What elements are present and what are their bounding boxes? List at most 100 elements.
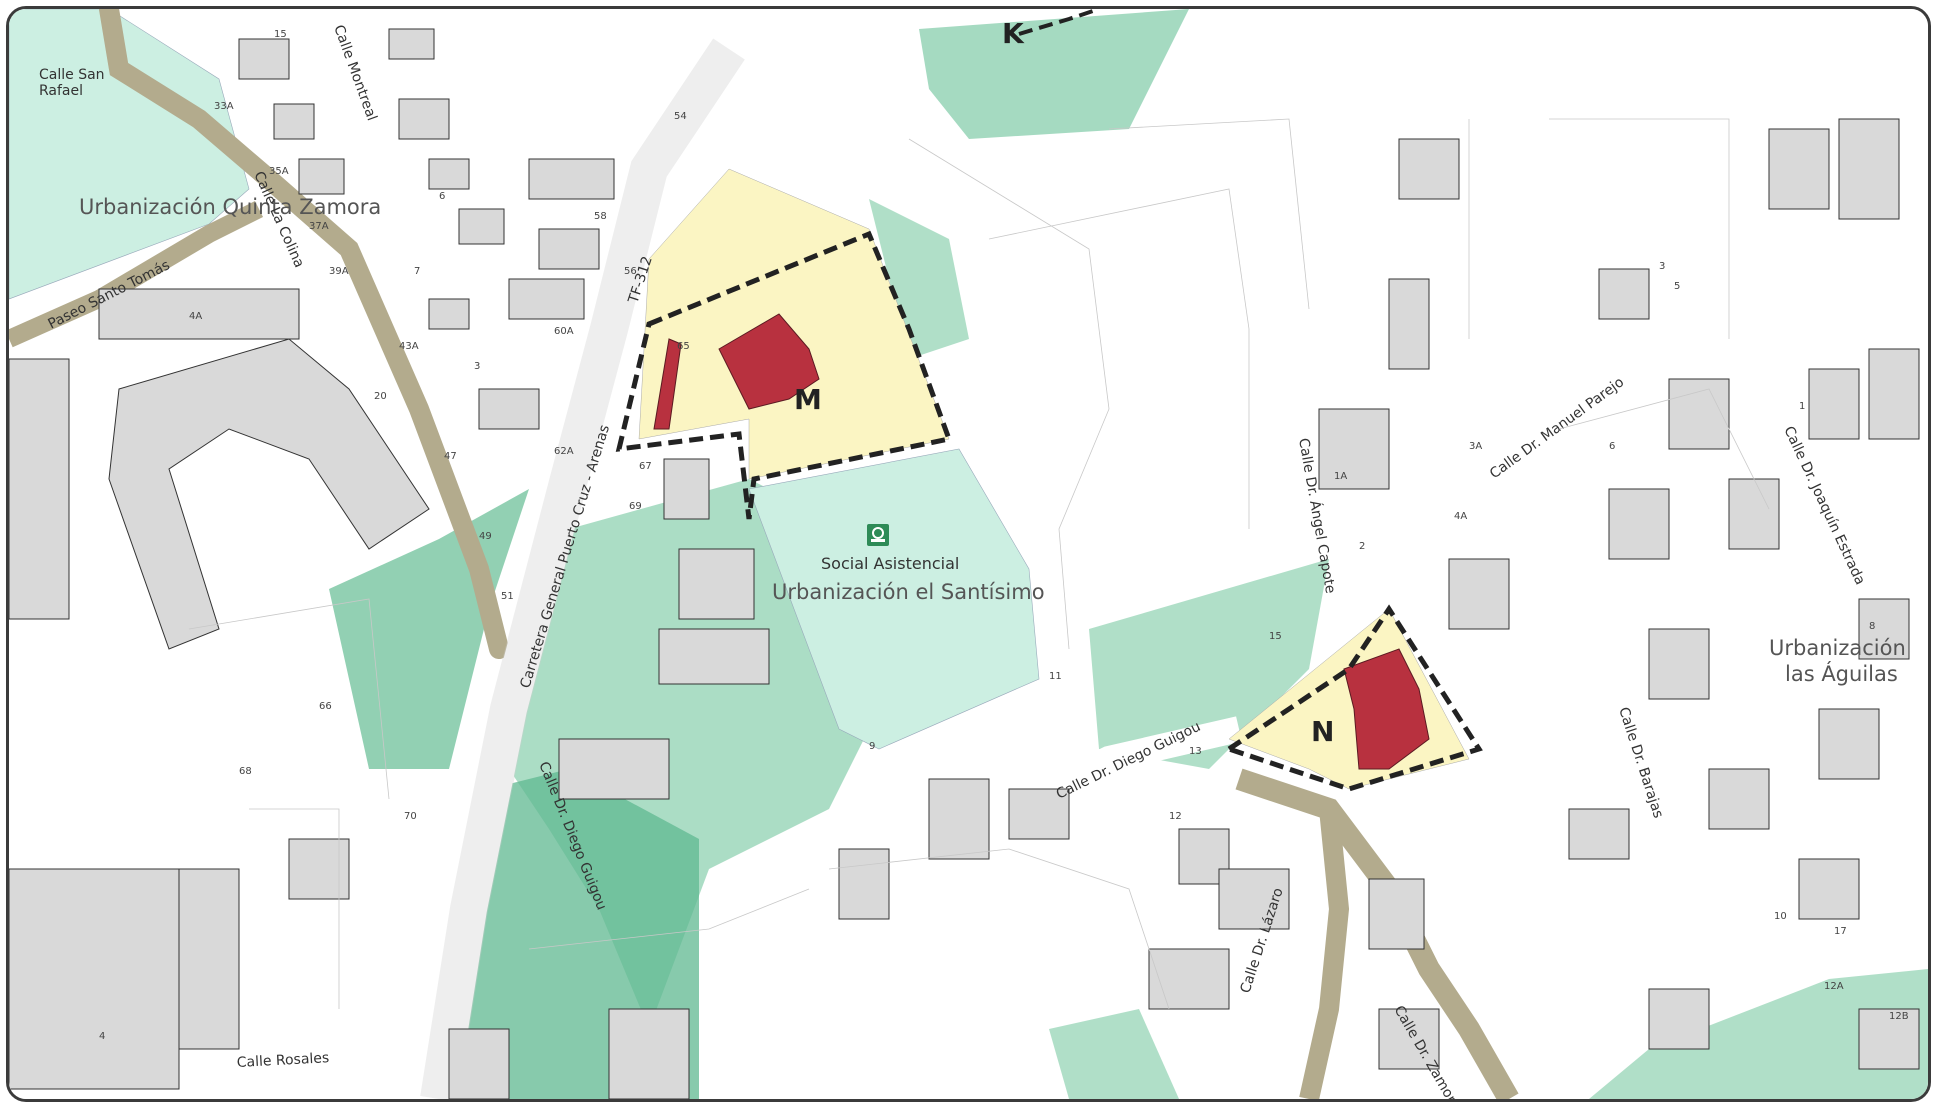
house-number: 1A	[1334, 471, 1347, 482]
building	[538, 228, 600, 270]
boundary-n	[1223, 604, 1483, 792]
street-label-san-rafael-2: Rafael	[39, 83, 83, 99]
house-number: 66	[319, 701, 332, 712]
house-number: 37A	[309, 221, 329, 232]
building	[1668, 378, 1730, 450]
building	[1448, 558, 1510, 630]
building	[558, 738, 670, 800]
house-number: 56	[624, 266, 637, 277]
building	[1148, 948, 1230, 1010]
building	[1398, 138, 1460, 200]
zone-boundaries	[615, 9, 1483, 792]
house-number: 15	[1269, 631, 1282, 642]
boundary-k	[1018, 9, 1100, 36]
green-zone-santisimo	[748, 448, 1040, 750]
building	[1368, 878, 1425, 950]
green-zone-top-right	[919, 9, 1189, 139]
building	[528, 158, 615, 200]
house-number: 65	[677, 341, 690, 352]
house-number: 58	[594, 211, 607, 222]
zone-label-n: N	[1311, 715, 1334, 748]
building	[428, 298, 470, 330]
green-zone-bottom-right	[1589, 969, 1928, 1099]
house-number: 3A	[1469, 441, 1482, 452]
building	[1648, 988, 1710, 1050]
road-tf312-edge	[420, 38, 745, 1099]
building	[1648, 628, 1710, 700]
house-number: 17	[1834, 926, 1847, 937]
house-number: 12	[1169, 811, 1182, 822]
red-buildings	[653, 313, 1430, 770]
house-number: 70	[404, 811, 417, 822]
building	[1768, 128, 1830, 210]
road-la-colina	[99, 9, 509, 659]
house-number: 20	[374, 391, 387, 402]
house-number: 9	[869, 741, 875, 752]
house-number: 4	[99, 1031, 105, 1042]
zone-label-k: K	[1002, 17, 1025, 50]
area-label-aguilas-1: Urbanización	[1769, 636, 1906, 660]
building	[458, 208, 505, 245]
house-number: 6	[1609, 441, 1615, 452]
house-number: 39A	[329, 266, 349, 277]
building	[9, 868, 180, 1090]
street-label-rosales: Calle Rosales	[236, 1050, 329, 1071]
building	[928, 778, 990, 860]
boundary-m	[615, 230, 953, 520]
area-label-santisimo: Urbanización el Santísimo	[772, 580, 1045, 604]
house-number: 49	[479, 531, 492, 542]
area-label-aguilas-2: las Águilas	[1785, 661, 1898, 686]
house-number: 2	[1359, 541, 1365, 552]
house-number: 62A	[554, 446, 574, 457]
house-number: 6	[439, 191, 445, 202]
building	[678, 548, 755, 620]
building	[9, 358, 70, 620]
building	[1218, 868, 1290, 930]
map-frame: M N K Urbanización Quinta Zamora Urbaniz…	[6, 6, 1931, 1102]
building	[428, 158, 470, 190]
building	[398, 98, 450, 140]
house-number: 4A	[1454, 511, 1467, 522]
house-number: 12B	[1889, 1011, 1909, 1022]
house-number: 3	[474, 361, 480, 372]
house-number: 12A	[1824, 981, 1844, 992]
building	[298, 158, 345, 195]
road-paseo-santo-tomas	[9, 200, 264, 348]
house-number: 15	[274, 29, 287, 40]
road-tf312	[421, 39, 744, 1099]
street-label-san-rafael-1: Calle San	[39, 67, 105, 83]
building	[1378, 1008, 1440, 1070]
house-number: 13	[1189, 746, 1202, 757]
building	[663, 458, 710, 520]
house-number: 1	[1799, 401, 1805, 412]
building	[1868, 348, 1920, 440]
building	[1568, 808, 1630, 860]
green-zone-bottom-mid	[1049, 1009, 1179, 1099]
building	[608, 1008, 690, 1099]
building	[178, 868, 240, 1050]
red-building-m-strip	[653, 338, 682, 430]
house-number: 33A	[214, 101, 234, 112]
building	[288, 838, 350, 900]
building	[1858, 598, 1910, 660]
road-zamora	[1299, 808, 1350, 1099]
road-manuel-parejo	[1204, 298, 1712, 520]
red-building-n	[1343, 648, 1430, 770]
building	[1388, 278, 1430, 370]
area-label-quinta-zamora: Urbanización Quinta Zamora	[79, 195, 381, 219]
building	[1728, 478, 1780, 550]
building	[838, 848, 890, 920]
building	[658, 628, 770, 685]
house-number: 60A	[554, 326, 574, 337]
building	[1838, 118, 1900, 220]
buildings	[9, 28, 1920, 1099]
house-number: 3	[1659, 261, 1665, 272]
green-zone-right-strip	[1089, 559, 1329, 769]
building	[273, 103, 315, 140]
building	[1858, 1008, 1920, 1070]
green-zone-quinta-zamora	[9, 9, 250, 300]
urban-plan-map[interactable]: M N K Urbanización Quinta Zamora Urbaniz…	[9, 9, 1928, 1099]
house-number: 10	[1774, 911, 1787, 922]
social-assistance-icon[interactable]	[867, 524, 889, 546]
building	[448, 1028, 510, 1099]
